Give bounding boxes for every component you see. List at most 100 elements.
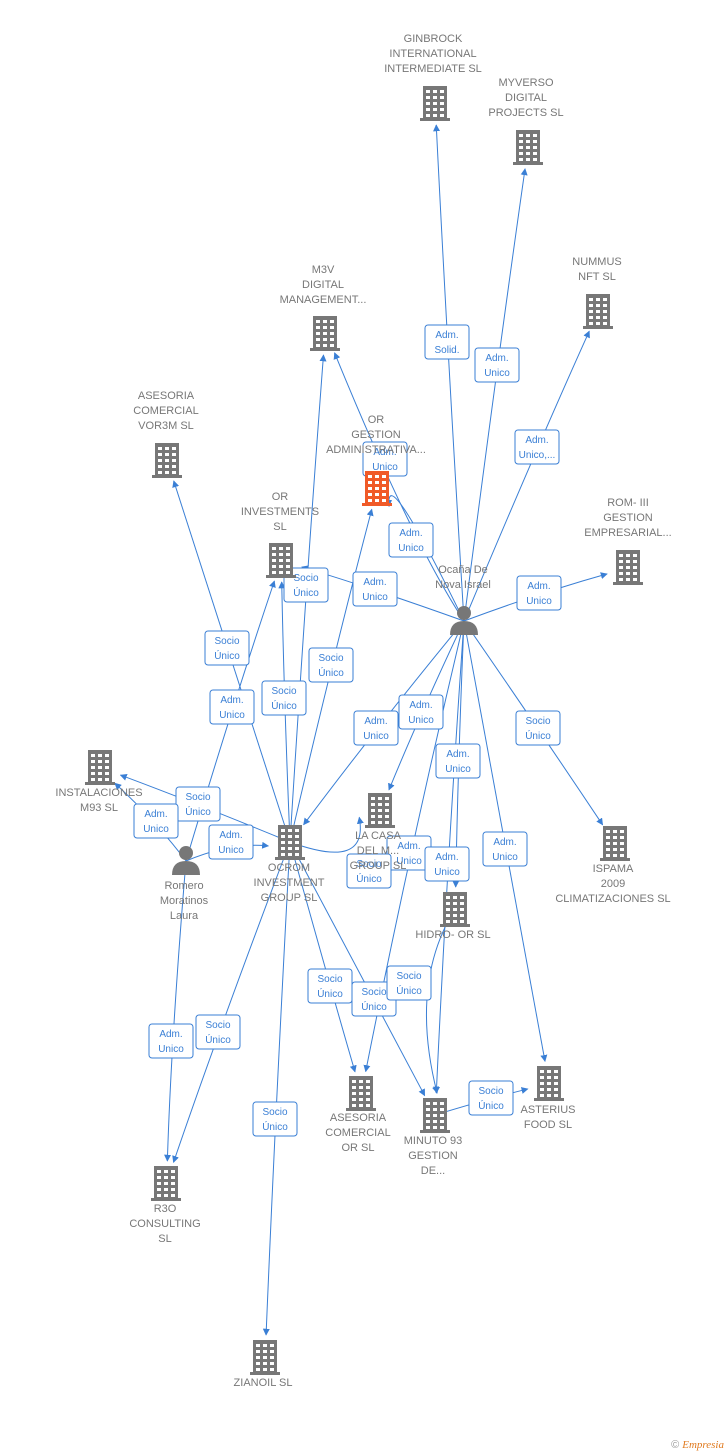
node-hidro[interactable]: HIDRO- OR SL	[415, 892, 491, 941]
node-label: GROUP SL	[261, 892, 318, 904]
node-label: GROUP SL	[350, 860, 407, 872]
edge-label[interactable]: Adm.Unico	[474, 347, 520, 383]
building-icon	[346, 1076, 376, 1111]
edge-label-text: Unico	[398, 543, 424, 554]
edge-label-text: Socio	[293, 573, 318, 584]
edge-label-text: Socio	[271, 686, 296, 697]
edge-label-box	[515, 710, 561, 746]
node-label: NFT SL	[578, 271, 616, 283]
edge-label-text: Unico	[492, 852, 518, 863]
edge-label[interactable]: Adm.Unico	[424, 846, 470, 882]
node-label: Laura	[170, 910, 199, 922]
edge-label-text: Solid.	[434, 345, 459, 356]
node-label: INVESTMENT	[254, 877, 325, 889]
edge-label[interactable]: Adm.Unico	[398, 694, 444, 730]
edge-label-text: Único	[525, 729, 551, 742]
edge-label[interactable]: Adm.Unico	[209, 689, 255, 725]
brand-logo[interactable]: Empresia	[682, 1439, 724, 1451]
edge-label-text: Unico	[445, 764, 471, 775]
edge-label-text: Unico	[434, 867, 460, 878]
edge-label-text: Unico	[143, 824, 169, 835]
edge-label-text: Adm.	[525, 435, 548, 446]
edge-label[interactable]: Adm.Unico	[208, 824, 254, 860]
edge-label-text: Socio	[396, 971, 421, 982]
node-label: Ocaña De	[438, 564, 488, 576]
edge-label[interactable]: Adm.Unico	[148, 1023, 194, 1059]
edge-labels-layer: Adm.Solid.Adm.UnicoAdm.Unico,...Adm.Unic…	[133, 324, 562, 1137]
building-icon	[513, 130, 543, 165]
edge-label-text: Único	[361, 1000, 387, 1013]
node-label: Romero	[164, 880, 203, 892]
edge-label-text: Unico	[363, 731, 389, 742]
edge-label[interactable]: Adm.Unico	[386, 835, 432, 871]
edge-label-text: Único	[317, 987, 343, 1000]
building-icon	[310, 316, 340, 351]
node-zianoil[interactable]: ZIANOIL SL	[234, 1340, 293, 1389]
node-label: Nova Israel	[435, 579, 491, 591]
edge-label-box	[353, 710, 399, 746]
node-label: ROM- III	[607, 497, 649, 509]
edge-label-text: Unico	[372, 462, 398, 473]
edge-label[interactable]: Adm. Unico	[388, 522, 434, 558]
edge-label-text: Único	[318, 666, 344, 679]
edge-label-box	[474, 347, 520, 383]
edge-label-text: Adm.	[220, 695, 243, 706]
edge-label[interactable]: Adm.Unico	[362, 441, 408, 477]
edge-label[interactable]: Adm.Unico,...	[514, 429, 560, 465]
node-label: ADMINISTRATIVA...	[326, 444, 426, 456]
edge-label[interactable]: Adm.Unico	[482, 831, 528, 867]
node-m3v[interactable]: M3VDIGITALMANAGEMENT...	[280, 264, 367, 351]
node-ocana[interactable]: Ocaña De Nova Israel	[435, 564, 491, 635]
node-label: SL	[158, 1233, 171, 1245]
edge-label[interactable]: Adm.Unico	[352, 571, 398, 607]
node-rom3[interactable]: ROM- IIIGESTIONEMPRESARIAL...	[584, 497, 672, 585]
copyright-symbol: ©	[671, 1439, 680, 1451]
edge-label-text: Socio	[214, 636, 239, 647]
building-icon	[275, 825, 305, 860]
building-icon	[420, 86, 450, 121]
edge-label[interactable]: Adm.Unico	[516, 575, 562, 611]
edge-label-box	[516, 575, 562, 611]
edge-label-text: Único	[293, 586, 319, 599]
building-icon	[613, 550, 643, 585]
node-label: GESTION	[351, 429, 401, 441]
edge-label[interactable]: Adm.Unico	[435, 743, 481, 779]
edge-label[interactable]: Adm.Unico	[353, 710, 399, 746]
edge-label[interactable]: Adm.Solid.	[424, 324, 470, 360]
edge-label-text: Adm.	[399, 528, 422, 539]
edge-label-text: Adm.	[527, 581, 550, 592]
node-label: M93 SL	[80, 802, 118, 814]
building-icon	[583, 294, 613, 329]
edge-label-text: Único	[271, 699, 297, 712]
node-or_gestion[interactable]: ORGESTIONADMINISTRATIVA...	[326, 414, 426, 506]
edge-label[interactable]: Adm.Unico	[133, 803, 179, 839]
node-minuto93[interactable]: MINUTO 93GESTIONDE...	[404, 1098, 462, 1177]
node-label: R3O	[154, 1203, 177, 1215]
node-label: OR	[272, 491, 289, 503]
